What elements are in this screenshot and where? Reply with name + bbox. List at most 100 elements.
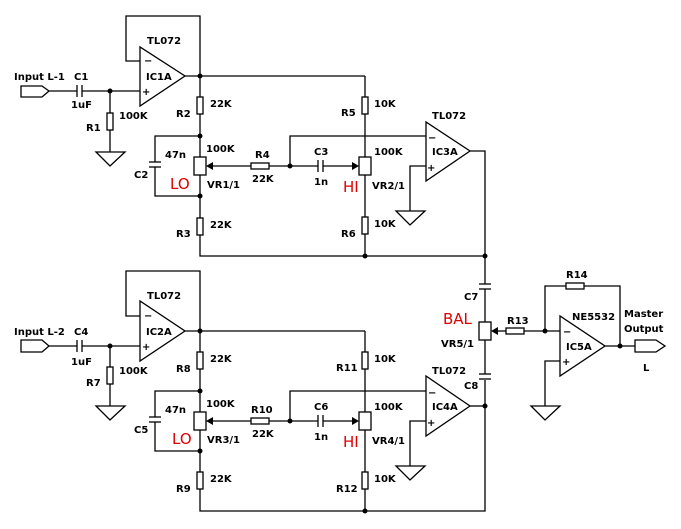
r7-ref: R7 <box>86 378 101 389</box>
resistor-r9 <box>196 471 204 490</box>
vr2-value: 100K <box>374 147 404 158</box>
ic1a-plus: + <box>142 87 150 98</box>
input-label-1: Input L-1 <box>14 72 65 83</box>
resistor-r12 <box>361 471 369 490</box>
wire <box>199 235 485 257</box>
ic1a-ref: IC1A <box>146 72 172 83</box>
r2-ref: R2 <box>176 109 191 120</box>
ground-icon <box>94 151 127 167</box>
lo-label-2: LO <box>172 430 192 448</box>
r3-ref: R3 <box>176 229 191 240</box>
r10-ref: R10 <box>251 405 273 416</box>
resistor-r7 <box>106 366 114 385</box>
wiper-arrow-icon <box>206 162 213 170</box>
ic2a-ref: IC2A <box>146 327 172 338</box>
r8-ref: R8 <box>176 364 191 375</box>
r4-ref: R4 <box>255 150 270 161</box>
channel-1: Input L-1 C1 1uF R1 100K − + IC1A TL072 … <box>14 15 488 284</box>
c2-value: 47n <box>165 150 186 161</box>
wire <box>154 135 200 162</box>
r5-value: 10K <box>374 99 397 110</box>
junction <box>362 253 368 259</box>
wiper-arrow-icon <box>352 162 359 170</box>
c3-value: 1n <box>314 177 328 188</box>
wire <box>409 420 426 466</box>
r10-value: 22K <box>252 429 275 440</box>
resistor-r3 <box>196 217 204 236</box>
wiper-arrow-icon <box>206 417 213 425</box>
r8-value: 22K <box>210 354 233 365</box>
ic5a-plus: + <box>562 357 570 368</box>
potentiometer-vr1 <box>193 156 207 176</box>
r3-value: 22K <box>210 220 233 231</box>
vr4-ref: VR4/1 <box>372 436 405 447</box>
hi-label-1: HI <box>343 178 359 196</box>
ic3a-part: TL072 <box>432 111 466 122</box>
ic2a-plus: + <box>142 342 150 353</box>
c6-ref: C6 <box>314 402 328 413</box>
vr3-value: 100K <box>206 399 236 410</box>
ic3a-plus: + <box>427 163 435 174</box>
ic5a-part: NE5532 <box>572 312 615 323</box>
r11-ref: R11 <box>336 363 358 374</box>
vr1-value: 100K <box>206 144 236 155</box>
capacitor-c1 <box>76 85 83 97</box>
r6-ref: R6 <box>341 229 356 240</box>
r14-ref: R14 <box>566 270 588 281</box>
input-label-2: Input L-2 <box>14 327 65 338</box>
ic3a-ref: IC3A <box>432 147 458 158</box>
resistor-r5 <box>361 96 369 115</box>
ic4a-part: TL072 <box>432 366 466 377</box>
ic1a-part: TL072 <box>147 36 181 47</box>
wiper-arrow-icon <box>491 327 498 335</box>
ground-icon <box>394 210 427 226</box>
c6-value: 1n <box>314 432 328 443</box>
r9-ref: R9 <box>176 484 191 495</box>
output-label-line1: Master <box>624 309 663 320</box>
c7-ref: C7 <box>464 292 478 303</box>
r4-value: 22K <box>252 174 275 185</box>
wire <box>154 422 200 452</box>
ic4a-ref: IC4A <box>432 402 458 413</box>
output-channel-label: L <box>643 363 650 374</box>
resistor-r10 <box>250 417 270 425</box>
ic5a-minus: − <box>563 327 571 338</box>
resistor-r14 <box>565 282 585 290</box>
ic3a-minus: − <box>428 133 436 144</box>
r7-value: 100K <box>119 366 149 377</box>
feedback-wire <box>125 270 201 331</box>
c3-ref: C3 <box>314 147 328 158</box>
resistor-r8 <box>196 351 204 370</box>
wire <box>154 390 200 417</box>
vr2-ref: VR2/1 <box>372 181 405 192</box>
ic1a-minus: − <box>144 56 152 67</box>
junction <box>617 343 623 349</box>
ic5a-ref: IC5A <box>566 342 592 353</box>
vr4-value: 100K <box>374 402 404 413</box>
c2-ref: C2 <box>134 170 148 181</box>
junction <box>197 448 203 454</box>
ground-icon <box>529 405 562 421</box>
lo-label-1: LO <box>170 175 190 193</box>
r5-ref: R5 <box>341 108 356 119</box>
opamp-ic4a <box>425 374 472 438</box>
r1-value: 100K <box>119 111 149 122</box>
vr5-ref: VR5/1 <box>441 339 474 350</box>
r2-value: 22K <box>210 99 233 110</box>
c5-value: 47n <box>165 405 186 416</box>
resistor-r13 <box>505 327 525 335</box>
c1-value: 1uF <box>71 100 92 111</box>
resistor-r2 <box>196 96 204 115</box>
ground-icon <box>394 465 427 481</box>
c8-ref: C8 <box>464 381 478 392</box>
resistor-r11 <box>361 351 369 370</box>
junction <box>362 508 368 514</box>
vr3-ref: VR3/1 <box>207 435 240 446</box>
wire <box>409 165 426 211</box>
c4-value: 1uF <box>71 357 92 368</box>
potentiometer-vr2 <box>358 156 372 176</box>
junction <box>482 403 488 409</box>
wire <box>289 390 428 421</box>
junction <box>197 193 203 199</box>
